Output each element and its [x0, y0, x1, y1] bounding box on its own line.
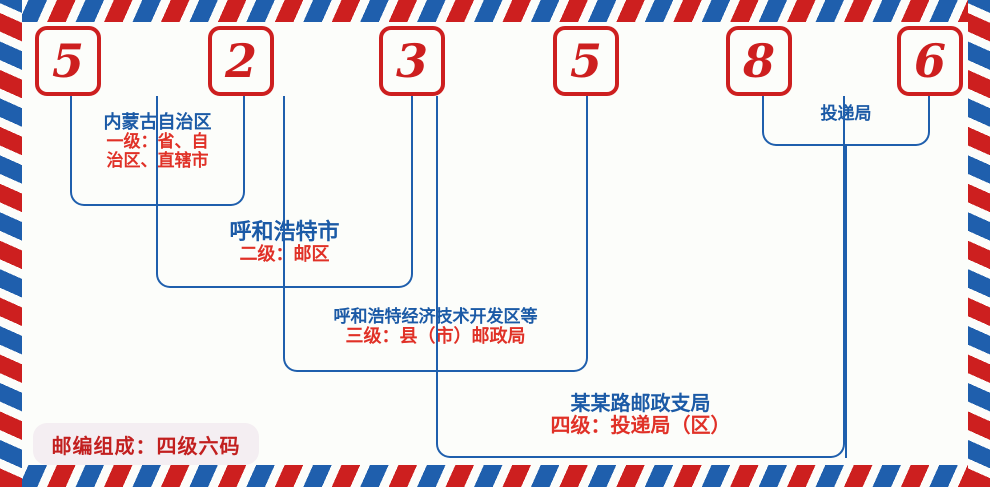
connector-delivery-to-level4	[845, 146, 847, 458]
airmail-stripe-bottom	[0, 465, 990, 487]
badge-label: 邮编组成：四级六码	[51, 433, 241, 458]
digit-box-1[interactable]: 5	[35, 26, 101, 96]
label-level-4: 某某路邮政支局 四级：投递局（区）	[436, 392, 845, 437]
digit-value-5: 8	[742, 34, 775, 88]
bracket-delivery-office	[762, 96, 930, 146]
digit-box-5[interactable]: 8	[726, 26, 792, 96]
bracket-level-3	[283, 96, 588, 372]
level-3-role: 三级：县（市）邮政局	[345, 326, 526, 348]
digit-value-2: 2	[224, 34, 257, 88]
envelope-card: 5 2 3 5 8 6 投递局 内蒙古自治区 一级：省、自 治区、直辖市	[0, 0, 990, 487]
digit-value-6: 6	[913, 34, 946, 88]
level-4-role: 四级：投递局（区）	[550, 413, 731, 438]
status-badge: 邮编组成：四级六码	[33, 423, 259, 465]
level-4-place: 某某路邮政支局	[570, 391, 711, 415]
bracket-level-4	[436, 96, 845, 458]
label-level-3: 呼和浩特经济技术开发区等 三级：县（市）邮政局	[283, 307, 588, 348]
digit-box-3[interactable]: 3	[379, 26, 445, 96]
airmail-stripe-left	[0, 0, 22, 487]
digit-value-4: 5	[569, 34, 602, 88]
digit-value-3: 3	[395, 34, 428, 88]
digit-box-6[interactable]: 6	[897, 26, 963, 96]
level-3-place: 呼和浩特经济技术开发区等	[333, 307, 538, 327]
digit-value-1: 5	[51, 34, 84, 88]
digit-box-4[interactable]: 5	[553, 26, 619, 96]
airmail-stripe-right	[968, 0, 990, 487]
digit-box-2[interactable]: 2	[208, 26, 274, 96]
airmail-stripe-top	[0, 0, 990, 22]
